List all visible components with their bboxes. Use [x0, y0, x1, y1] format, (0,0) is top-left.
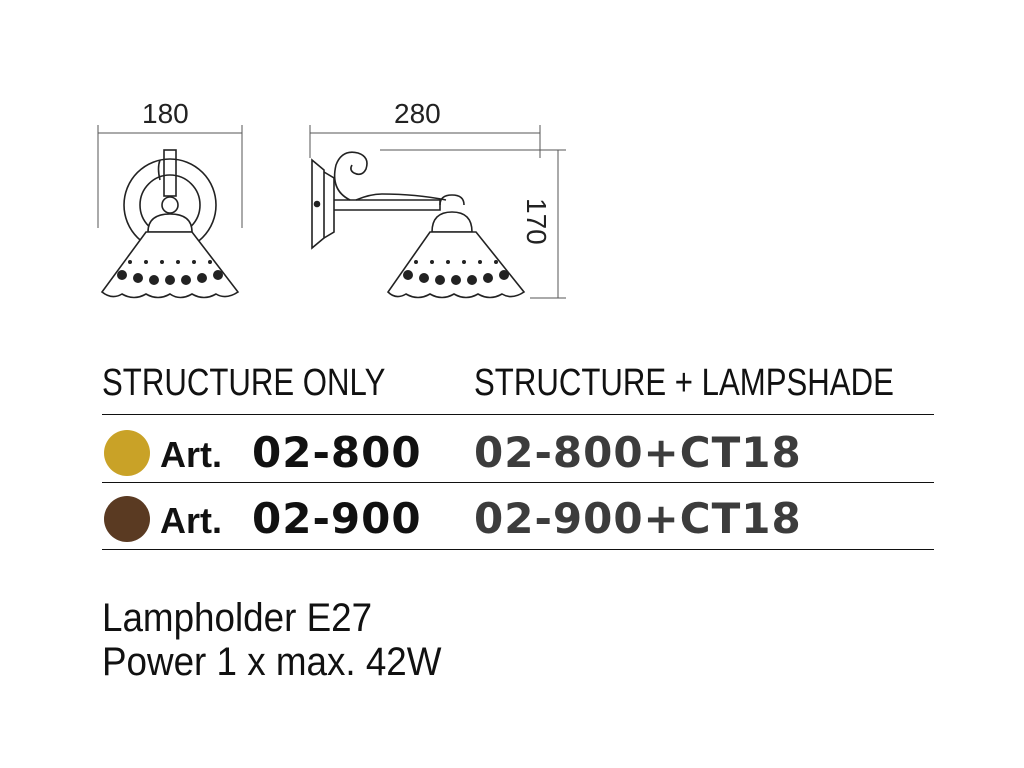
front-shade-pattern — [117, 260, 223, 285]
art-label: Art. — [160, 434, 222, 475]
header-structure-lampshade: STRUCTURE + LAMPSHADE — [474, 362, 894, 404]
table-rule-top — [102, 414, 934, 415]
header-structure-only: STRUCTURE ONLY — [102, 362, 386, 404]
lampshade-code: 02-900+CT18 — [474, 494, 802, 543]
side-shade-pattern — [403, 260, 509, 285]
dimension-front-width: 180 — [142, 98, 189, 129]
structure-code: 02-900 — [252, 494, 422, 543]
front-dimension-line — [97, 125, 243, 228]
spec-lampholder: Lampholder E27 — [102, 596, 373, 640]
table-rule-bottom — [102, 549, 934, 550]
color-swatch-gold — [104, 430, 150, 476]
table-rule-middle — [102, 482, 934, 483]
color-swatch-brown — [104, 496, 150, 542]
art-label: Art. — [160, 500, 222, 541]
side-dimension-lines — [309, 125, 566, 299]
dimension-height: 170 — [521, 198, 552, 245]
spec-power: Power 1 x max. 42W — [102, 640, 442, 684]
lampshade-code: 02-800+CT18 — [474, 428, 802, 477]
structure-code: 02-800 — [252, 428, 422, 477]
dimension-side-width: 280 — [394, 98, 441, 129]
technical-drawings: 180 280 170 — [0, 0, 1024, 340]
lamp-drawings-svg — [97, 125, 566, 299]
